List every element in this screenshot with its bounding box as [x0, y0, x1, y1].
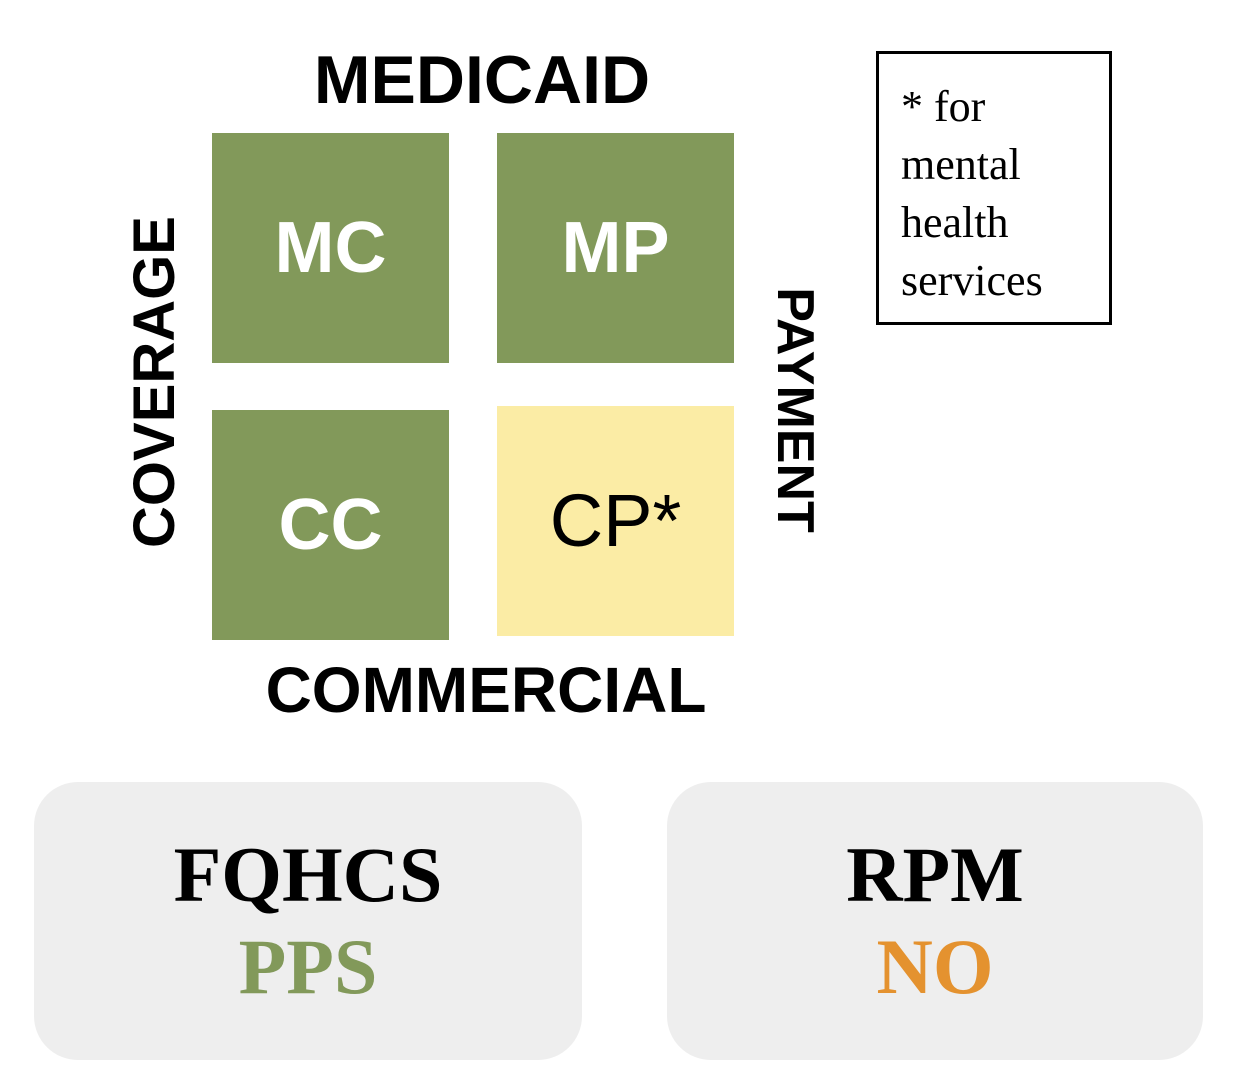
commercial-payment-cell: CP*: [497, 406, 734, 636]
fqhcs-title: FQHCS: [173, 831, 443, 918]
coverage-label: COVERAGE: [122, 216, 187, 548]
medicaid-label: MEDICAID: [313, 42, 651, 118]
rpm-title: RPM: [846, 831, 1024, 918]
footnote-line: mental: [901, 140, 1021, 189]
fqhcs-value: PPS: [238, 923, 378, 1010]
commercial-label: COMMERCIAL: [265, 654, 707, 726]
footnote-line: * for: [901, 82, 986, 131]
rpm-value: NO: [876, 923, 994, 1010]
medicaid-payment-cell: MP: [497, 133, 734, 363]
rpm-panel: RPM NO: [667, 782, 1203, 1060]
payment-label: PAYMENT: [766, 287, 824, 533]
medicaid-coverage-cell: MC: [212, 133, 449, 363]
footnote-box: * for mental health services: [876, 51, 1112, 325]
fqhcs-panel: FQHCS PPS: [34, 782, 582, 1060]
commercial-coverage-cell: CC: [212, 410, 449, 640]
footnote-line: services: [901, 256, 1043, 305]
footnote-line: health: [901, 198, 1009, 247]
